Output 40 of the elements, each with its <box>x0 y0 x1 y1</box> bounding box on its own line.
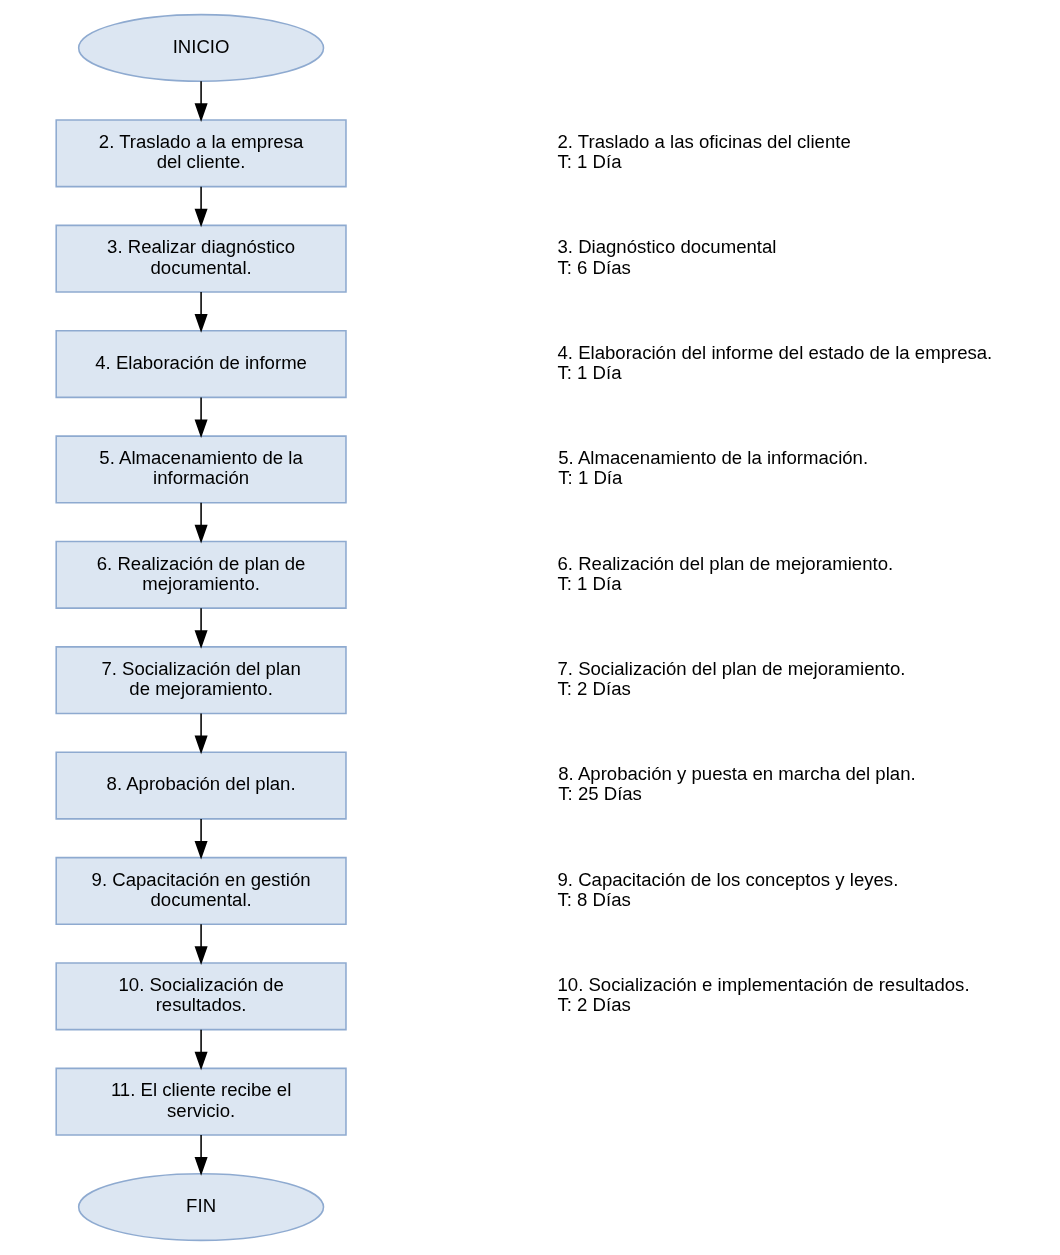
node-label: T: 1 Día <box>557 151 622 173</box>
node-box: 5. Almacenamiento de la información <box>55 435 347 504</box>
node-label: T: 2 Días <box>557 678 631 700</box>
node-ellipse: FIN <box>77 1172 325 1242</box>
arrow <box>194 712 208 755</box>
arrow <box>194 80 208 122</box>
arrow <box>194 502 208 544</box>
arrow <box>194 818 208 860</box>
node-label: T: 1 Día <box>557 361 622 383</box>
node-label: 9. Capacitación de los conceptos y leyes. <box>557 868 899 890</box>
arrow <box>194 291 208 333</box>
arrow <box>194 185 208 228</box>
node-label: T: 1 Día <box>557 572 622 594</box>
node-box: 3. Realizar diagnóstico documental. <box>55 224 347 293</box>
node-label: 3. Diagnóstico documental <box>557 236 777 258</box>
node-label: 10. Socialización e implementación de resultados. <box>557 974 970 996</box>
node-ellipse: INICIO <box>77 13 325 83</box>
node-label: T: 6 Días <box>557 256 631 278</box>
node-label: 4. Elaboración del informe del estado de la empresa. <box>557 341 993 363</box>
arrow <box>194 396 208 439</box>
node-label: 8. Aprobación y puesta en marcha del plan. <box>558 763 916 785</box>
node-label: 2. Traslado a las oficinas del cliente <box>557 131 851 153</box>
node-label: 7. Socialización del plan de mejoramiento. <box>557 657 906 679</box>
arrow <box>194 923 208 965</box>
node-label: T: 1 Día <box>558 467 623 489</box>
node-box: 8. Aprobación del plan. <box>55 751 347 820</box>
arrow <box>194 607 208 649</box>
node-box: 2. Traslado a la empresa del cliente. <box>55 119 347 188</box>
node-box: 6. Realización de plan de mejoramiento. <box>55 540 347 609</box>
node-box: 11. El cliente recibe el servicio. <box>55 1067 347 1136</box>
node-box: 9. Capacitación en gestión documental. <box>55 856 347 926</box>
node-label: 6. Realización del plan de mejoramiento. <box>557 552 894 574</box>
node-label: T: 25 Días <box>558 783 642 805</box>
arrow <box>194 1134 208 1176</box>
node-label: T: 2 Días <box>557 994 631 1016</box>
arrow <box>194 1028 208 1071</box>
node-label: 5. Almacenamiento de la información. <box>558 447 869 469</box>
node-box: 10. Socialización de resultados. <box>55 962 347 1031</box>
node-box: 4. Elaboración de informe <box>55 329 347 399</box>
node-box: 7. Socialización del plan de mejoramiento. <box>55 646 347 715</box>
